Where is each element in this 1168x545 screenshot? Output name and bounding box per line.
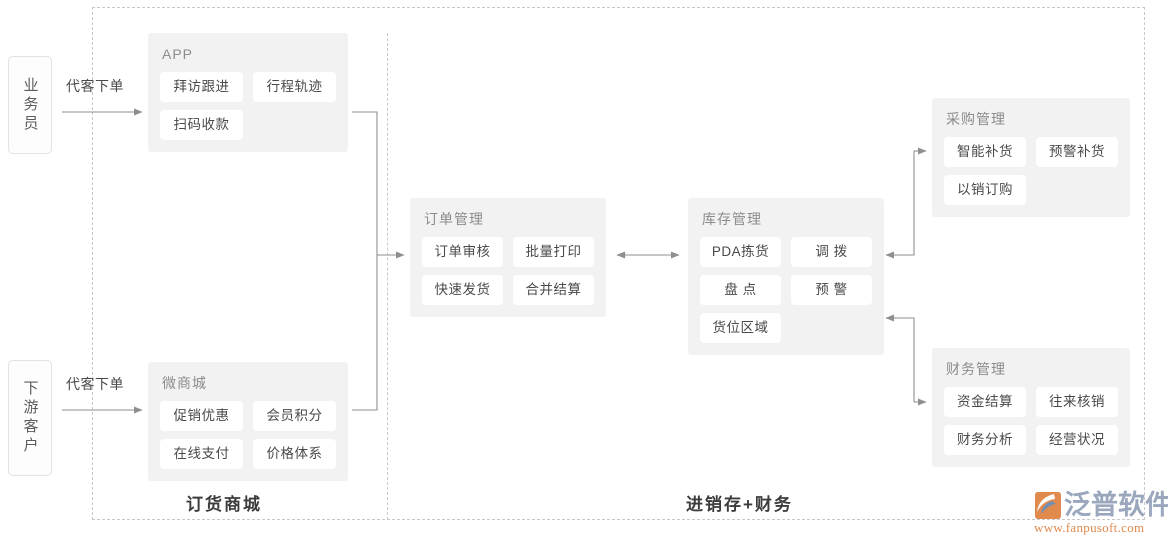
- chip-member-points[interactable]: 会员积分: [253, 401, 336, 431]
- flow-label-customer: 代客下单: [66, 376, 124, 392]
- chip-price-system[interactable]: 价格体系: [253, 439, 336, 469]
- chip-stocktaking[interactable]: 盘 点: [700, 275, 781, 305]
- chip-trip-track[interactable]: 行程轨迹: [253, 72, 336, 102]
- chip-row: 扫码收款: [160, 110, 336, 140]
- chip-row: 拜访跟进 行程轨迹: [160, 72, 336, 102]
- chip-row: 资金结算 往来核销: [944, 387, 1118, 417]
- chip-order-review[interactable]: 订单审核: [422, 237, 503, 267]
- chip-fast-shipping[interactable]: 快速发货: [422, 275, 503, 305]
- chip-row: 盘 点 预 警: [700, 275, 872, 305]
- chip-smart-replenishment[interactable]: 智能补货: [944, 137, 1026, 167]
- chip-spacer: [1036, 175, 1118, 205]
- panel-purchase-management-title: 采购管理: [946, 111, 1006, 127]
- chip-row: 订单审核 批量打印: [422, 237, 594, 267]
- panel-finance-management: 财务管理 资金结算 往来核销 财务分析 经营状况: [932, 348, 1130, 467]
- chip-scan-payment[interactable]: 扫码收款: [160, 110, 243, 140]
- panel-inventory-management: 库存管理 PDA拣货 调 拨 盘 点 预 警 货位区域: [688, 198, 884, 355]
- flow-label-salesperson: 代客下单: [66, 78, 124, 94]
- panel-micro-mall-title: 微商城: [162, 375, 207, 391]
- chip-row: PDA拣货 调 拨: [700, 237, 872, 267]
- chip-promotion-discount[interactable]: 促销优惠: [160, 401, 243, 431]
- panel-order-management: 订单管理 订单审核 批量打印 快速发货 合并结算: [410, 198, 606, 317]
- zone-divider-line: [387, 33, 388, 520]
- chip-merge-settlement[interactable]: 合并结算: [513, 275, 594, 305]
- panel-inventory-management-title: 库存管理: [702, 211, 762, 227]
- chip-business-status[interactable]: 经营状况: [1036, 425, 1118, 455]
- panel-app-title: APP: [162, 46, 194, 62]
- chip-spacer: [253, 110, 336, 140]
- panel-micro-mall: 微商城 促销优惠 会员积分 在线支付 价格体系: [148, 362, 348, 481]
- chip-fund-settlement[interactable]: 资金结算: [944, 387, 1026, 417]
- chip-storage-location[interactable]: 货位区域: [700, 313, 781, 343]
- chip-row: 促销优惠 会员积分: [160, 401, 336, 431]
- watermark-brand: 泛普软件: [1064, 490, 1168, 520]
- panel-app: APP 拜访跟进 行程轨迹 扫码收款: [148, 33, 348, 152]
- chip-financial-analysis[interactable]: 财务分析: [944, 425, 1026, 455]
- actor-downstream-customer-label: 下游客户: [21, 380, 39, 456]
- chip-receivable-writeoff[interactable]: 往来核销: [1036, 387, 1118, 417]
- panel-finance-management-title: 财务管理: [946, 361, 1006, 377]
- chip-pda-picking[interactable]: PDA拣货: [700, 237, 781, 267]
- chip-alert[interactable]: 预 警: [791, 275, 872, 305]
- chip-row: 财务分析 经营状况: [944, 425, 1118, 455]
- chip-online-payment[interactable]: 在线支付: [160, 439, 243, 469]
- watermark: 泛普软件 www.fanpusoft.com: [1032, 489, 1168, 539]
- chip-batch-print[interactable]: 批量打印: [513, 237, 594, 267]
- actor-downstream-customer: 下游客户: [8, 360, 52, 476]
- panel-order-management-title: 订单管理: [424, 211, 484, 227]
- actor-salesperson: 业务员: [8, 56, 52, 154]
- chip-visit-followup[interactable]: 拜访跟进: [160, 72, 243, 102]
- swoosh-logo-icon: [1035, 492, 1061, 519]
- chip-row: 货位区域: [700, 313, 872, 343]
- chip-row: 快速发货 合并结算: [422, 275, 594, 305]
- zone-caption-ordering-mall: 订货商城: [186, 495, 262, 514]
- chip-row: 以销订购: [944, 175, 1118, 205]
- chip-row: 在线支付 价格体系: [160, 439, 336, 469]
- zone-caption-erp-finance: 进销存+财务: [686, 495, 793, 514]
- actor-salesperson-label: 业务员: [21, 76, 39, 134]
- chip-row: 智能补货 预警补货: [944, 137, 1118, 167]
- outer-zone-boundary: [92, 7, 1145, 520]
- chip-transfer[interactable]: 调 拨: [791, 237, 872, 267]
- chip-alert-replenishment[interactable]: 预警补货: [1036, 137, 1118, 167]
- panel-purchase-management: 采购管理 智能补货 预警补货 以销订购: [932, 98, 1130, 217]
- watermark-url: www.fanpusoft.com: [1034, 520, 1145, 535]
- chip-sales-driven-order[interactable]: 以销订购: [944, 175, 1026, 205]
- chip-spacer: [791, 313, 872, 343]
